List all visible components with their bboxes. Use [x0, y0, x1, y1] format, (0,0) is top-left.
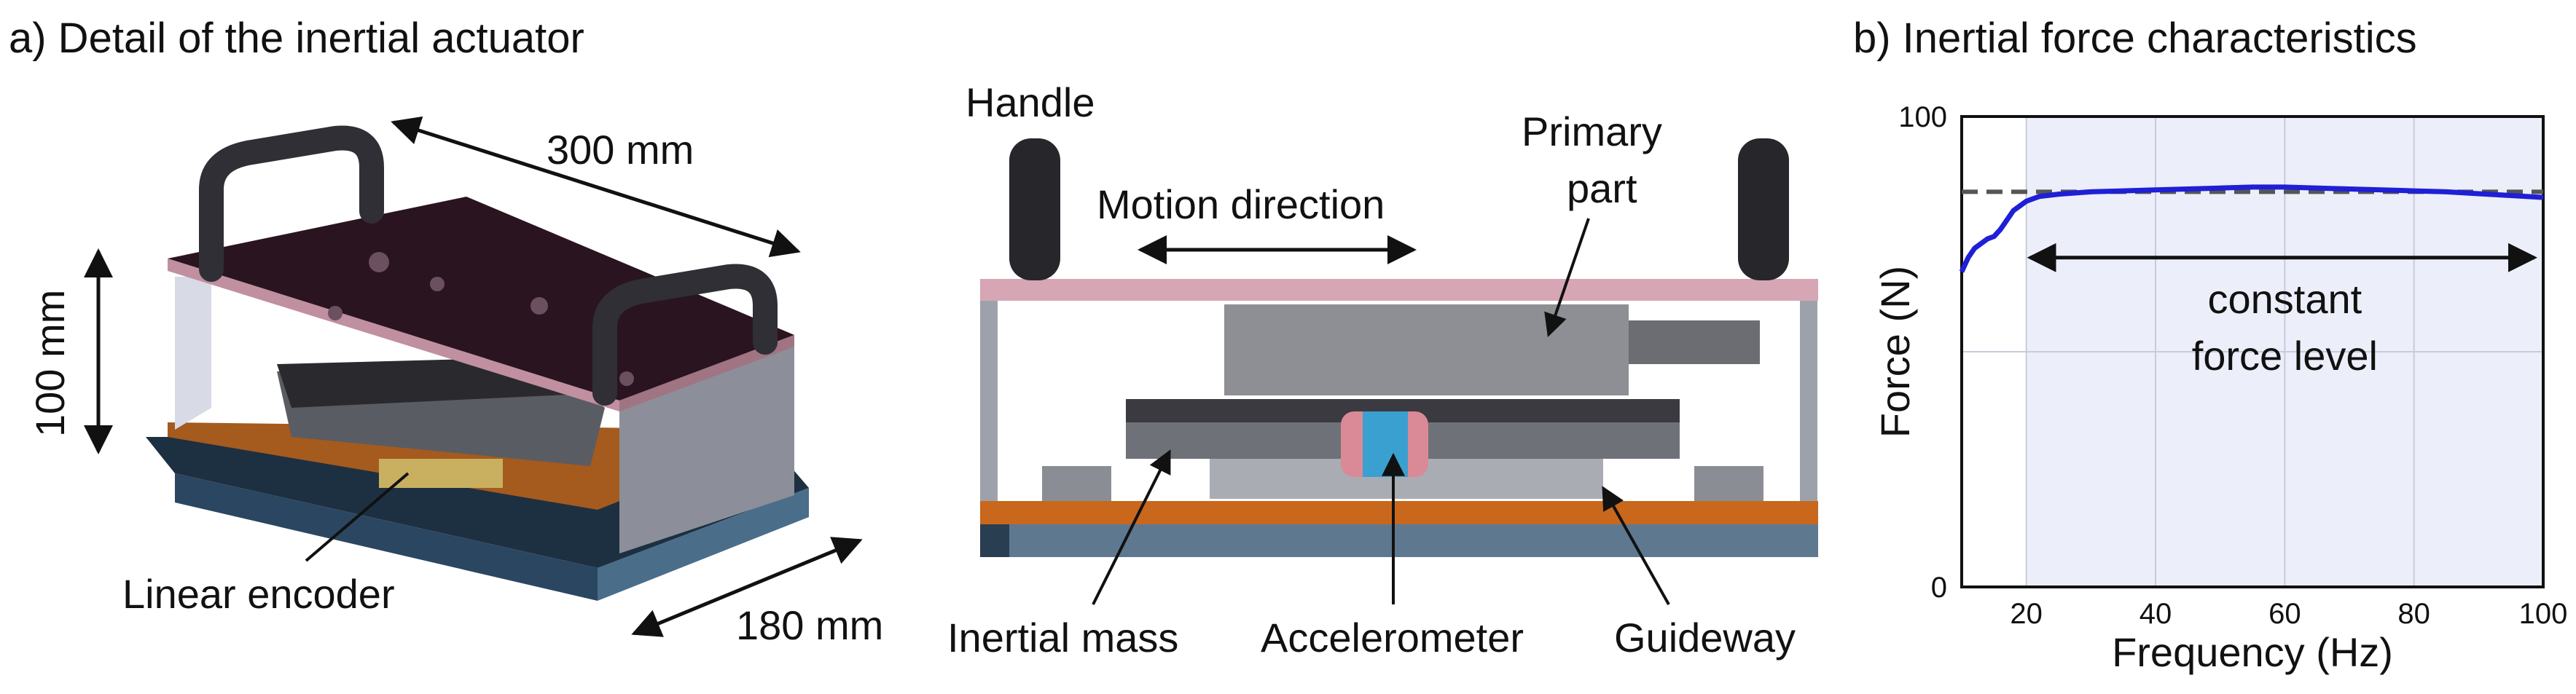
inertial-mass-pointer — [1092, 449, 1171, 605]
section-handle-right — [1738, 138, 1789, 280]
top-plate — [168, 197, 794, 401]
inertial-mass-label: Inertial mass — [947, 615, 1178, 661]
primary-part-rod — [1629, 320, 1760, 364]
primary-label-line2: part — [1567, 165, 1637, 211]
x-tick-label: 20 — [2010, 598, 2043, 630]
y-tick-label: 0 — [1931, 572, 1947, 604]
handle-label: Handle — [966, 79, 1095, 125]
side-wall-light — [175, 277, 211, 430]
x-tick-labels: 20 40 60 80 100 — [2010, 598, 2567, 630]
top-plate-edge-side — [619, 335, 794, 411]
dim-width-arrow — [631, 537, 863, 637]
actuator-3d-illustration — [146, 125, 809, 601]
left-post — [980, 288, 998, 506]
section-base-cap-left — [980, 524, 1009, 557]
primary-label-line1: Primary — [1522, 109, 1662, 154]
force-chart: 20 40 60 80 100 0 100 Frequency (Hz) Force (N… — [1872, 101, 2567, 675]
panel-a-title: a) Detail of the inertial actuator — [9, 15, 584, 62]
encoder-block — [379, 459, 503, 488]
annotation-line2: force level — [2192, 333, 2378, 379]
primary-pointer — [1544, 218, 1590, 338]
dim-length-label: 300 mm — [547, 127, 694, 173]
section-base-plate — [980, 524, 1818, 557]
y-tick-labels: 0 100 — [1898, 101, 1947, 604]
dim-length-arrow — [391, 116, 801, 258]
x-tick-label: 40 — [2140, 598, 2172, 630]
encoder-pointer — [305, 472, 410, 562]
base-plate-front — [175, 473, 598, 601]
handle-left — [199, 125, 384, 282]
encoder-label: Linear encoder — [122, 571, 395, 617]
panel-b-title: b) Inertial force characteristics — [1853, 15, 2417, 62]
guideway-pointer — [1602, 486, 1670, 605]
x-tick-label: 60 — [2268, 598, 2301, 630]
handle-right — [592, 264, 778, 406]
x-tick-label: 100 — [2519, 598, 2568, 630]
chart-frame — [1960, 115, 2545, 588]
actuator-section-view — [980, 138, 1818, 557]
accelerometer-label: Accelerometer — [1261, 615, 1524, 661]
accelerometer-block — [1363, 411, 1408, 477]
dim-width-label: 180 mm — [736, 602, 883, 648]
dim-height-label: 100 mm — [27, 290, 73, 437]
section-handle-left — [1009, 138, 1060, 280]
section-top-plate — [980, 279, 1818, 301]
primary-part — [1224, 304, 1629, 395]
force-curve — [1959, 184, 2544, 273]
end-block-left — [1042, 466, 1111, 502]
end-block-right — [1694, 466, 1763, 502]
x-tick-label: 80 — [2397, 598, 2430, 630]
y-axis-label: Force (N) — [1872, 266, 1918, 438]
x-axis-label: Frequency (Hz) — [2112, 629, 2393, 675]
top-plate-edge-front — [168, 259, 619, 411]
annotation-line1: constant — [2207, 276, 2362, 322]
motion-direction-label: Motion direction — [1097, 181, 1385, 227]
y-tick-label: 100 — [1898, 101, 1947, 133]
right-post — [1800, 288, 1817, 506]
section-copper-plate — [980, 501, 1818, 524]
guideway-label: Guideway — [1614, 615, 1796, 661]
